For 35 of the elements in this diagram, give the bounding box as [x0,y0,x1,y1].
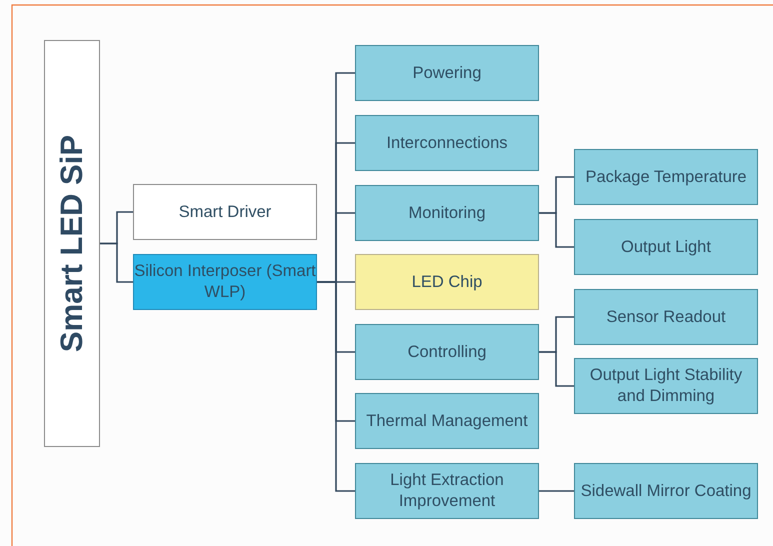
connector-line [539,351,574,387]
node-label: Smart Driver [178,202,272,222]
tree-box [574,463,758,519]
node-label: Smart LED SiP [52,134,90,352]
tree-box [355,324,539,380]
node-label: Output Light [621,236,711,258]
tree-box [133,184,317,240]
node-label: Package Temperature [585,166,747,188]
node-label: Silicon Interposer (Smart WLP) [134,261,316,303]
tree-box [355,463,539,519]
tree-box [355,115,539,171]
tree-box [574,358,758,414]
connector-line [317,281,355,492]
node-label: Controlling [408,342,486,362]
node-label: Powering [412,62,482,84]
tree-box [133,254,317,310]
node-label: Light Extraction Improvement [389,470,505,512]
tree-box [574,219,758,275]
tree-box [355,254,539,310]
connector-line [100,242,133,283]
tree-box [355,45,539,101]
node-label: Thermal Management [366,410,528,432]
connector-line [539,212,574,248]
tree-box [574,289,758,345]
tree-box [355,393,539,449]
node-label: LED Chip [412,272,482,292]
tree-box [574,149,758,205]
node-label: Sidewall Mirror Coating [580,480,752,502]
connector-line [539,490,574,492]
node-label: Interconnections [386,132,508,154]
node-label: Sensor Readout [606,306,726,328]
node-label: Monitoring [408,202,486,224]
tree-box [44,40,100,447]
tree-box [355,185,539,241]
node-label: Output Light Stability and Dimming [588,365,744,407]
